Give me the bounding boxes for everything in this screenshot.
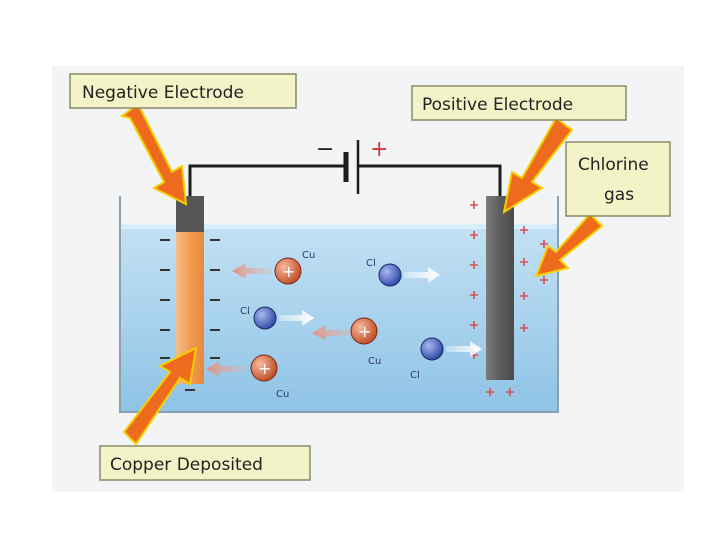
copper-ion-charge: +: [258, 359, 271, 378]
callout-copper-deposited: Copper Deposited: [99, 445, 311, 481]
copper-ion-label: Cu: [302, 250, 315, 261]
positive-charges: [470, 201, 548, 396]
copper-ion-3: + Cu: [206, 354, 289, 400]
arrow-positive-electrode: [502, 116, 574, 215]
copper-ion-1: + Cu: [232, 250, 315, 285]
positive-electrode: [486, 196, 514, 380]
solution-surface: [120, 224, 558, 229]
copper-ion-label: Cu: [368, 356, 381, 367]
chlorine-gas-label-line1: Chlorine: [578, 155, 649, 175]
copper-ion-2: + Cu: [312, 317, 381, 367]
chloride-ion-2: Cl: [240, 306, 314, 330]
arrow-negative-electrode: [119, 102, 188, 206]
callout-negative-electrode: Negative Electrode: [69, 73, 297, 109]
chloride-ion-3: Cl: [410, 337, 482, 381]
callout-chlorine-gas: Chlorine gas: [565, 141, 671, 217]
chloride-ion-label: Cl: [366, 258, 376, 269]
copper-ion-label: Cu: [276, 389, 289, 400]
battery: − +: [316, 137, 388, 194]
callout-positive-electrode: Positive Electrode: [411, 85, 627, 121]
chloride-ion-label: Cl: [240, 306, 250, 317]
negative-charges: [160, 239, 220, 391]
copper-deposited-label: Copper Deposited: [110, 455, 263, 475]
chloride-ion-label: Cl: [410, 370, 420, 381]
positive-electrode-label: Positive Electrode: [422, 95, 573, 115]
battery-plus-sign: +: [370, 137, 388, 162]
circuit-wire: [188, 164, 502, 200]
chlorine-gas-label-line2: gas: [604, 185, 634, 205]
arrow-chlorine-gas: [534, 212, 604, 278]
arrow-copper-deposited: [122, 346, 198, 446]
copper-ion-charge: +: [358, 322, 371, 341]
copper-ion-charge: +: [282, 262, 295, 281]
beaker: [119, 196, 559, 413]
negative-electrode-label: Negative Electrode: [82, 83, 244, 103]
battery-minus-sign: −: [316, 137, 334, 162]
chloride-ion-1: Cl: [366, 258, 440, 287]
